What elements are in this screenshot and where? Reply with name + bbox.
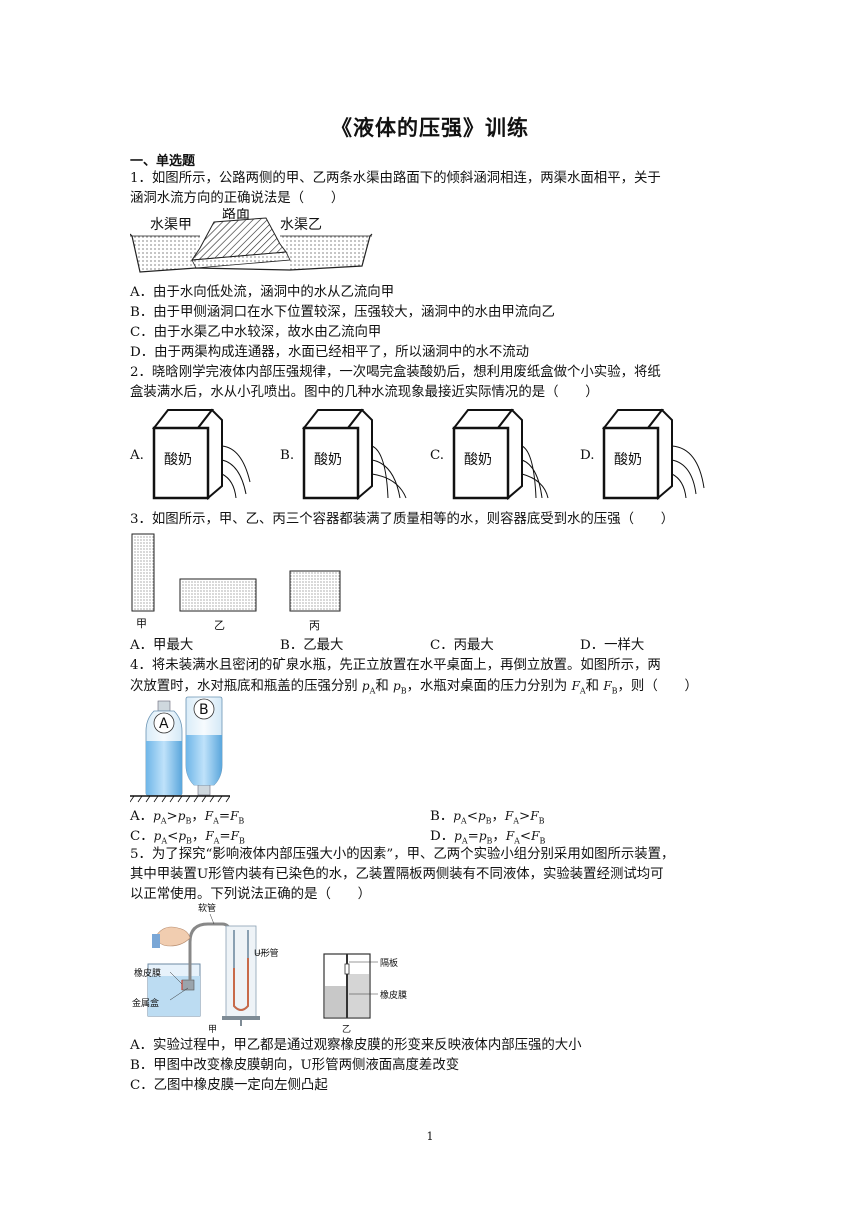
q4-option-b: B．pA<pB，FA>FB <box>430 809 545 826</box>
q2-carton-b: 酸奶 <box>301 408 407 501</box>
apparatus-jia: 软管 U形管 橡皮膜 金属盒 甲 <box>132 902 279 1034</box>
section-heading: 一、单选题 <box>130 154 196 169</box>
carton-d-label: 酸奶 <box>614 452 642 468</box>
container-jia <box>131 533 155 612</box>
bottle-b-water <box>186 735 222 785</box>
q4-bottles-figure: A B <box>130 696 230 803</box>
q2-carton-d: 酸奶 <box>601 408 705 501</box>
q5-option-a: A．实验过程中，甲乙都是通过观察橡皮膜的形变来反映液体内部压强的大小 <box>130 1038 582 1053</box>
q4-option-d: D．pA=pB，FA<FB <box>430 829 546 846</box>
q2-letter-a: A. <box>130 448 144 463</box>
label-jia: 甲 <box>136 617 147 630</box>
apparatus-yi: 隔板 橡皮膜 乙 <box>323 953 407 1034</box>
label-utube: U形管 <box>254 947 279 959</box>
carton-b-label: 酸奶 <box>314 452 342 468</box>
label-canal-jia: 水渠甲 <box>150 217 192 233</box>
label-road: 路面 <box>222 208 250 222</box>
q1-text-line2: 涵洞水流方向的正确说法是（ ） <box>130 191 345 206</box>
q1-option-c: C．由于水渠乙中水较深，故水由乙流向甲 <box>130 325 382 340</box>
q5-text-line1: 5．为了探究“影响液体内部压强大小的因素”，甲、乙两个实验小组分别采用如图所示装… <box>130 847 675 862</box>
q2-text-line1: 2．晓晗刚学完液体内部压强规律，一次喝完盒装酸奶后，想利用废纸盒做个小实验，将纸 <box>130 365 661 380</box>
bottle-a-water <box>146 741 182 795</box>
label-metal-box: 金属盒 <box>132 997 159 1009</box>
label-canal-yi: 水渠乙 <box>280 217 322 233</box>
carton-c-label: 酸奶 <box>464 452 492 468</box>
q3-option-b: B．乙最大 <box>280 638 344 653</box>
container-yi <box>179 578 257 612</box>
q1-option-b: B．由于甲侧涵洞口在水下位置较深，压强较大，涵洞中的水由甲流向乙 <box>130 305 555 320</box>
q1-option-a: A．由于水向低处流，涵洞中的水从乙流向甲 <box>130 285 395 300</box>
road-embankment <box>191 217 287 261</box>
q3-text-line1: 3．如图所示，甲、乙、丙三个容器都装满了质量相等的水，则容器底受到水的压强（ ） <box>130 512 675 527</box>
label-membrane-yi: 橡皮膜 <box>380 989 407 1001</box>
document-title: 《液体的压强》训练 <box>331 116 529 140</box>
q2-letter-b: B. <box>280 448 295 463</box>
label-jia-setup: 甲 <box>208 1024 217 1034</box>
q3-containers-figure: 甲 乙 丙 <box>131 533 341 632</box>
q1-text-line1: 1．如图所示，公路两侧的甲、乙两条水渠由路面下的倾斜涵洞相连，两渠水面相平，关于 <box>130 171 661 186</box>
label-yi-setup: 乙 <box>342 1024 351 1034</box>
canal-left-water <box>132 236 200 272</box>
q2-letter-d: D. <box>580 448 595 463</box>
q5-option-c: C．乙图中橡皮膜一定向左侧凸起 <box>130 1078 328 1093</box>
carton-a-label: 酸奶 <box>164 452 192 468</box>
q3-option-d: D．一样大 <box>580 638 645 653</box>
label-membrane: 橡皮膜 <box>134 967 161 979</box>
q5-text-line2: 其中甲装置U形管内装有已染色的水，乙装置隔板两侧装有不同液体，实验装置经测试均可 <box>130 867 664 882</box>
q3-option-a: A．甲最大 <box>130 638 194 653</box>
q4-text-line2: 次放置时，水对瓶底和瓶盖的压强分别 pA和 pB，水瓶对桌面的压力分别为 FA和… <box>130 679 698 696</box>
label-tube: 软管 <box>198 902 216 914</box>
q2-carton-a: 酸奶 <box>151 408 251 501</box>
bottle-b-label: B <box>199 702 209 718</box>
q1-option-d: D．由于两渠构成连通器，水面已经相平了，所以涵洞中的水不流动 <box>130 345 530 360</box>
q2-letter-c: C. <box>430 448 445 463</box>
page-number: 1 <box>426 1130 434 1143</box>
canal-right-water <box>282 236 370 270</box>
q5-apparatus-figure: 软管 U形管 橡皮膜 金属盒 甲 隔板 橡皮膜 乙 <box>132 902 407 1034</box>
q4-option-a: A．pA>pB，FA=FB <box>130 809 245 826</box>
bottle-a-label: A <box>159 716 169 732</box>
q4-option-c: C．pA<pB，FA=FB <box>130 829 245 846</box>
q5-text-line3: 以正常使用。下列说法正确的是（ ） <box>130 887 372 902</box>
q5-option-b: B．甲图中改变橡皮膜朝向，U形管两侧液面高度差改变 <box>130 1058 460 1073</box>
q4-text-line1: 4．将未装满水且密闭的矿泉水瓶，先正立放置在水平桌面上，再倒立放置。如图所示，两 <box>130 658 661 673</box>
label-bing: 丙 <box>309 619 320 632</box>
q2-text-line2: 盒装满水后，水从小孔喷出。图中的几种水流现象最接近实际情况的是（ ） <box>130 385 599 400</box>
q1-canal-figure: 水渠甲 路面 水渠乙 <box>130 208 373 273</box>
container-bing <box>289 570 341 612</box>
label-partition: 隔板 <box>380 957 398 969</box>
q2-carton-c: 酸奶 <box>451 408 549 501</box>
label-yi: 乙 <box>214 619 225 632</box>
q3-option-c: C．丙最大 <box>430 638 494 653</box>
